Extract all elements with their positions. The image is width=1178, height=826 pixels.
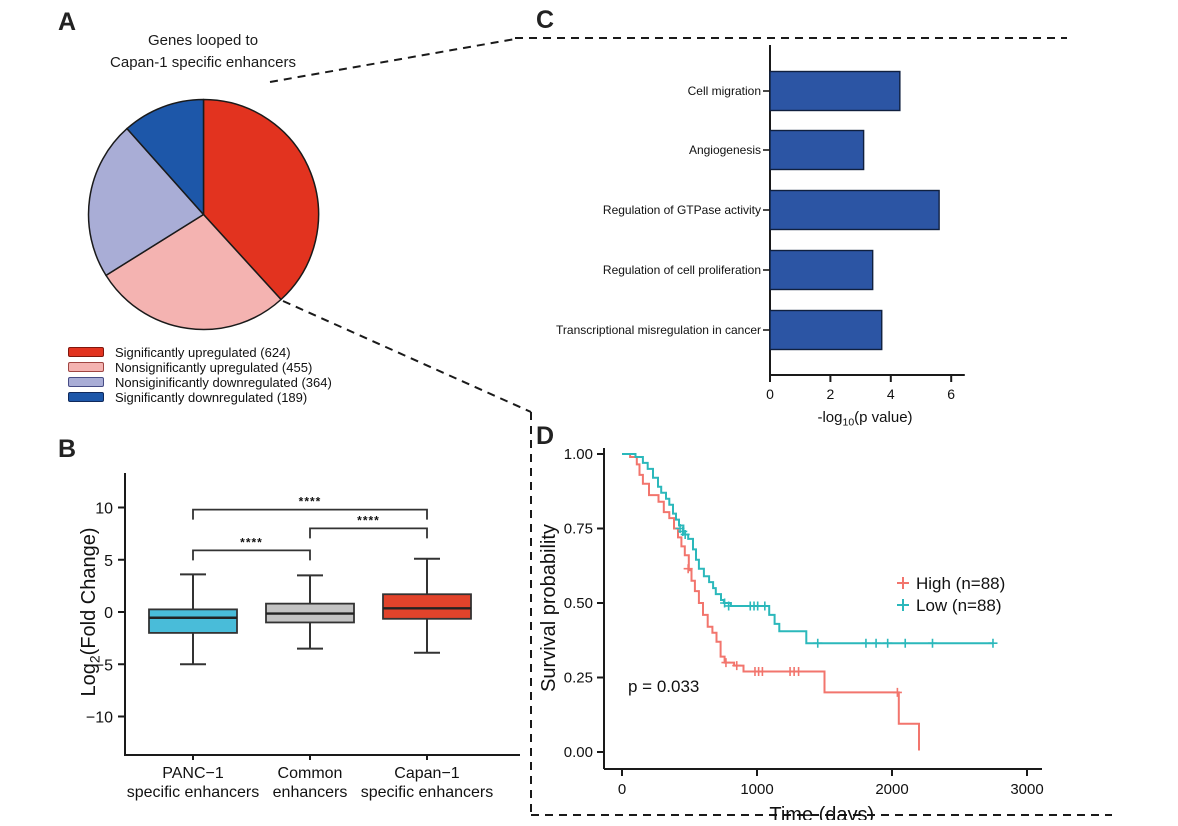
y-tick-label: 1.00: [564, 446, 593, 463]
km-p-value: p = 0.033: [628, 677, 699, 696]
box-axes: [124, 473, 520, 756]
censor-mark: [928, 638, 937, 648]
y-tick-label: 0.50: [564, 595, 593, 612]
pie-legend-item: Significantly downregulated (189): [68, 389, 332, 405]
pie-slice: [202, 98, 320, 301]
x-tick-label: 2000: [875, 781, 908, 798]
censor-mark: [861, 638, 871, 648]
pie-legend-label: Significantly downregulated (189): [115, 389, 308, 405]
bar-category-label: Angiogenesis: [689, 143, 761, 157]
censor-mark: [683, 564, 693, 574]
censor-mark: [900, 638, 910, 648]
pie-chart: [87, 98, 320, 331]
x-tick-label: 6: [947, 386, 955, 402]
significance-bracket: [309, 527, 428, 539]
y-tick-label: −5: [95, 657, 113, 674]
pie-title: Genes looped to Capan-1 specific enhance…: [73, 30, 333, 74]
go-bar: [769, 189, 940, 231]
pie-legend-swatch: [68, 377, 104, 387]
y-tick-label: 5: [104, 553, 113, 570]
y-tick-label: 0.00: [564, 744, 593, 761]
significance-bracket: [192, 549, 311, 561]
x-tick-label: 2: [827, 386, 835, 402]
censor-mark: [760, 601, 770, 611]
x-tick-label: 0: [618, 781, 626, 798]
pie-legend: Significantly upregulated (624)Nonsignif…: [68, 344, 332, 406]
panel-c-label: C: [536, 6, 555, 34]
pie-legend-item: Nonsiginificantly downregulated (364): [68, 374, 332, 390]
panel-a-label: A: [58, 8, 77, 36]
go-bar-chart: 0 2 4 6 Cell migrationAngiogenesisRegulation…: [556, 45, 965, 428]
pie-slice: [105, 213, 282, 331]
censor-mark: [757, 667, 767, 677]
censor-mark: [813, 638, 823, 648]
pie-legend-label: Nonsiginificantly downregulated (364): [115, 374, 332, 390]
box-group: [148, 573, 238, 666]
censor-mark: [724, 601, 734, 611]
panel-b-label: B: [58, 435, 77, 463]
callout-line-bottom-diagonal: [282, 300, 532, 413]
y-tick-label: 10: [95, 501, 113, 518]
x-tick-label: 3000: [1010, 781, 1043, 798]
pie-title-line2: Capan-1 specific enhancers: [110, 54, 296, 71]
bar-category-label: Regulation of GTPase activity: [603, 203, 761, 217]
panel-d-label: D: [536, 422, 555, 450]
pie-legend-item: Nonsignificantly upregulated (455): [68, 359, 332, 375]
significance-bracket: [192, 508, 428, 520]
significance-stars: ****: [357, 513, 380, 527]
significance-stars: ****: [299, 495, 322, 509]
x-tick-label: 1000: [740, 781, 773, 798]
pie-legend-swatch: [68, 362, 104, 372]
go-bar: [769, 129, 865, 171]
censor-mark: [871, 638, 881, 648]
pie-legend-label: Nonsignificantly upregulated (455): [115, 359, 313, 375]
km-high-curve: [622, 453, 920, 751]
y-tick-label: 0.25: [564, 670, 593, 687]
significance-stars: ****: [240, 535, 263, 549]
bar-category-label: Regulation of cell proliferation: [603, 263, 761, 277]
box-group: [382, 557, 472, 654]
censor-mark: [721, 658, 731, 668]
km-y-axis-label: Survival probability: [538, 524, 560, 692]
legend-label: Low (n=88): [916, 596, 1002, 615]
legend-label: High (n=88): [916, 574, 1005, 593]
bar-category-label: Cell migration: [688, 84, 761, 98]
pie-legend-swatch: [68, 347, 104, 357]
pie-slice: [87, 127, 205, 277]
censor-mark: [794, 667, 804, 677]
censor-mark: [892, 687, 902, 697]
censor-mark: [883, 638, 893, 648]
go-bar: [769, 249, 874, 291]
legend-marker: [897, 599, 909, 611]
bar-x-axis-label: -log10(p value): [817, 409, 912, 428]
legend-marker: [897, 577, 909, 589]
x-tick-label: 4: [887, 386, 895, 402]
box-y-axis-label: Log2(Fold Change): [78, 527, 102, 696]
box-group: [265, 574, 355, 650]
y-tick-label: 0.75: [564, 521, 593, 538]
km-x-axis-label: Time (days): [769, 804, 874, 820]
go-bar: [769, 309, 883, 351]
x-tick-label: 0: [766, 386, 774, 402]
bar-category-label: Transcriptional misregulation in cancer: [556, 323, 761, 337]
censor-mark: [732, 661, 742, 671]
go-bar: [769, 70, 901, 112]
pie-slice: [126, 98, 205, 216]
pie-legend-swatch: [68, 392, 104, 402]
pie-legend-item: Significantly upregulated (624): [68, 344, 332, 360]
pie-legend-label: Significantly upregulated (624): [115, 344, 291, 360]
pie-title-line1: Genes looped to: [147, 32, 259, 49]
censor-mark: [988, 638, 998, 648]
censor-mark: [680, 529, 690, 539]
y-tick-label: −10: [86, 710, 113, 727]
y-tick-label: 0: [104, 605, 113, 622]
